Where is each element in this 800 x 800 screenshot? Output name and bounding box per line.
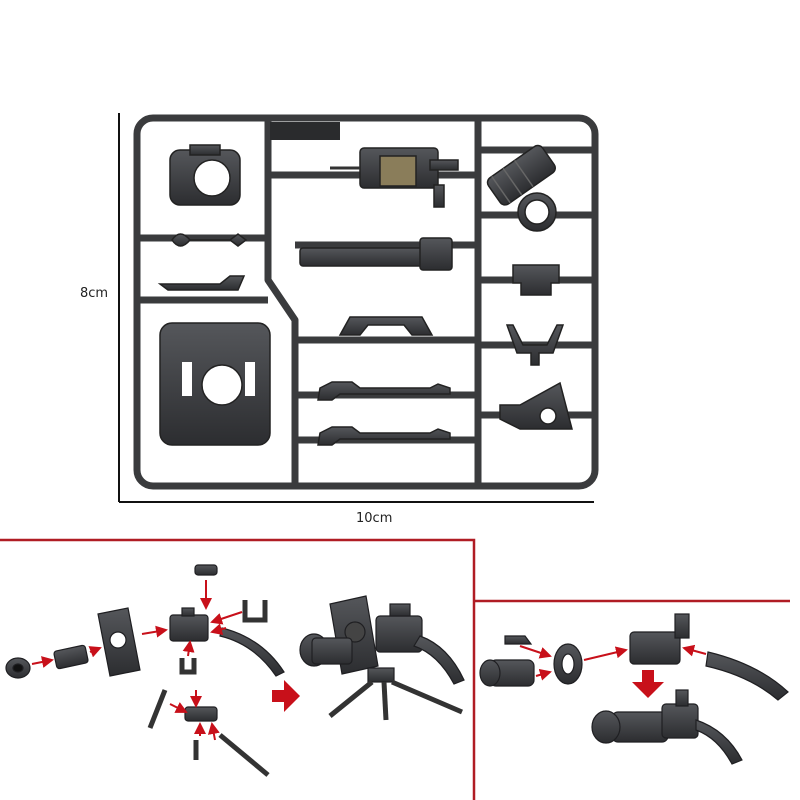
sprue-tag bbox=[270, 122, 340, 140]
right-arrow-icon bbox=[272, 680, 300, 712]
height-dimension-label: 8cm bbox=[80, 286, 109, 301]
assembly-diagram-machine-gun bbox=[5, 564, 465, 777]
width-dimension-label: 10cm bbox=[356, 511, 393, 526]
sprue-parts bbox=[157, 144, 573, 446]
sprue-ammo-belt bbox=[299, 237, 453, 271]
down-arrow-icon bbox=[632, 670, 664, 698]
section-dividers bbox=[0, 538, 790, 800]
dimension-lines bbox=[118, 113, 594, 503]
weapon-parts-sprue-icon bbox=[133, 114, 599, 490]
assembly-diagram-gatling bbox=[479, 613, 789, 765]
